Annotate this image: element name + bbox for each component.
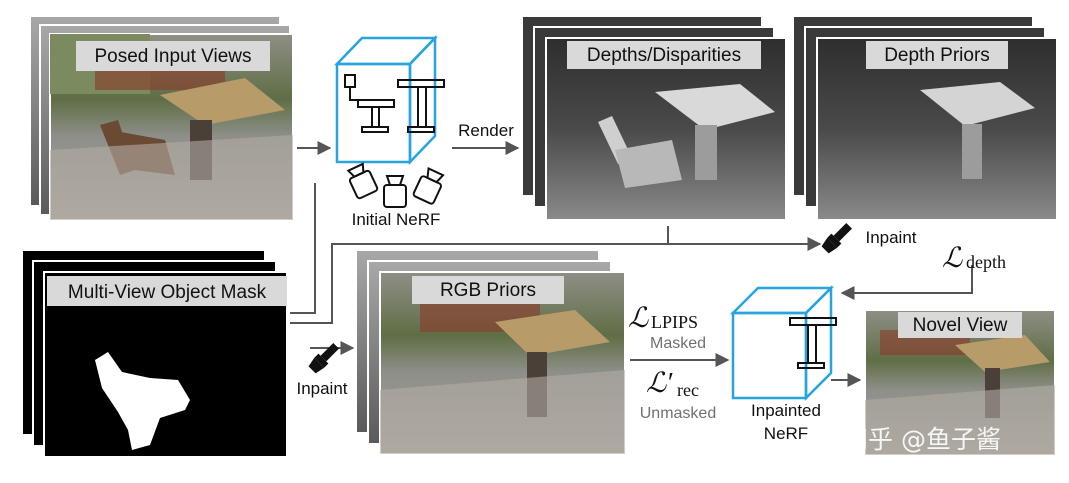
- posed-input-views-label: Posed Input Views: [94, 46, 251, 67]
- lpips-loss-symbol: ℒ: [628, 303, 649, 334]
- rgb-priors-label-bg: [412, 276, 564, 304]
- inpaint-bottom-label: Inpaint: [296, 379, 347, 398]
- render-label: Render: [458, 121, 514, 140]
- rgb-priors-label: RGB Priors: [440, 280, 536, 301]
- depth-priors-label-bg: [866, 41, 1008, 69]
- depths-label-bg: [567, 41, 761, 69]
- lpips-loss-subscript: LPIPS: [651, 312, 698, 332]
- paintbrush-icon: [821, 223, 852, 254]
- novel-view-label-bg: [898, 312, 1022, 338]
- paintbrush-icon-bottom: [308, 343, 339, 374]
- initial-nerf: Initial NeRF: [334, 34, 445, 229]
- masked-label: Masked: [650, 335, 706, 352]
- object-mask-label-bg: [47, 276, 287, 306]
- cameras-icon: [346, 162, 445, 208]
- object-mask-label: Multi-View Object Mask: [68, 282, 267, 303]
- depth-priors-stack: Depth Priors: [792, 15, 1058, 221]
- line-inputs-down: [290, 183, 316, 314]
- arrow-depth-loss-to-nerf: [840, 265, 973, 300]
- depths-disparities-stack: Depths/Disparities: [521, 15, 787, 221]
- posed-input-views-label-bg: [76, 41, 270, 71]
- initial-nerf-label: Initial NeRF: [352, 210, 441, 229]
- inpainted-nerf: Inpainted NeRF: [729, 284, 837, 443]
- initial-nerf-cube: [334, 34, 438, 166]
- inpaint-top-label: Inpaint: [865, 228, 916, 247]
- line-mask-to-inpaint: [290, 243, 668, 324]
- rec-loss-symbol: ℒ′: [646, 368, 673, 399]
- inpainted-table-icon: [789, 317, 837, 369]
- arrow-depth-to-inpaint: [667, 226, 822, 251]
- inpainted-nerf-label-line1: Inpainted: [751, 401, 821, 420]
- novel-view-label: Novel View: [913, 315, 1008, 336]
- watermark: 知乎 @鱼子酱: [843, 425, 1001, 454]
- rec-loss: ℒ′ rec: [646, 368, 699, 400]
- nerf-scene-objects-icon: [344, 74, 445, 133]
- object-mask-silhouette: [95, 352, 190, 450]
- depth-priors-label: Depth Priors: [884, 45, 990, 66]
- depths-disparities-label: Depths/Disparities: [587, 45, 741, 66]
- rgb-priors-stack: RGB Priors: [355, 249, 626, 455]
- object-mask-stack: Multi-View Object Mask: [21, 249, 288, 458]
- unmasked-label: Unmasked: [640, 405, 716, 422]
- connectors: [290, 141, 973, 387]
- rec-loss-subscript: rec: [677, 380, 699, 400]
- depth-loss-symbol: ℒ: [942, 243, 963, 274]
- depth-loss: ℒ depth: [942, 243, 1006, 274]
- lpips-loss: ℒ LPIPS: [628, 303, 698, 334]
- posed-input-views-stack: Posed Input Views: [29, 15, 294, 221]
- depth-loss-subscript: depth: [966, 252, 1006, 272]
- inpainted-nerf-label-line2: NeRF: [764, 424, 808, 443]
- inpainted-nerf-cube: [729, 284, 835, 402]
- novel-view: Novel View: [864, 309, 1056, 456]
